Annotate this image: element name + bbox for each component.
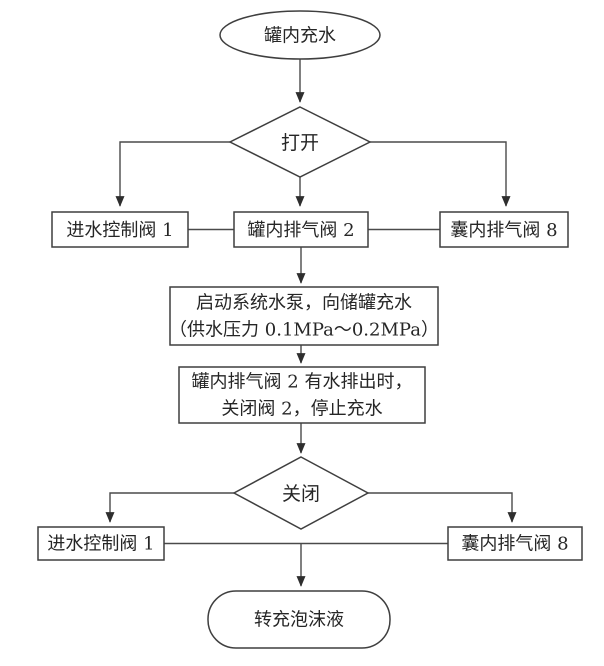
edge-close-to-bladder-exhaust [368, 492, 517, 523]
bladder-exhaust-valve-bottom-shape [447, 526, 583, 561]
inlet-valve-top-label: 进水控制阀 1 [66, 220, 173, 241]
edge-open-to-inlet-valve [115, 141, 230, 207]
edge-close-to-inlet-valve [105, 492, 234, 523]
inlet-valve-bottom-shape [37, 526, 165, 561]
tank-exhaust-valve-top-label: 罐内排气阀 2 [247, 220, 354, 241]
bladder-exhaust-valve-top-label: 囊内排气阀 8 [450, 220, 557, 241]
start-pump-label-line2: （供水压力 0.1MPa～0.2MPa） [169, 320, 439, 341]
start-terminator-label: 罐内充水 [264, 26, 336, 47]
tank-exhaust-valve-top-shape [233, 211, 369, 248]
open-decision-shape [228, 106, 372, 178]
start-pump-label-line1: 启动系统水泵，向储罐充水 [196, 293, 412, 314]
inlet-valve-bottom-label: 进水控制阀 1 [47, 534, 154, 555]
bladder-exhaust-valve-top-shape [439, 211, 569, 248]
stop-filling-label-line1: 罐内排气阀 2 有水排出时， [192, 372, 413, 393]
bladder-exhaust-valve-bottom-label: 囊内排气阀 8 [461, 534, 568, 555]
stop-filling-shape [178, 366, 426, 424]
end-terminator-label: 转充泡沫液 [254, 610, 344, 631]
close-decision-label: 关闭 [282, 483, 320, 505]
start-terminator-shape [219, 10, 381, 60]
inlet-valve-top-shape [51, 211, 189, 248]
end-terminator-shape [207, 590, 391, 649]
edge-open-to-bladder-exhaust [370, 141, 511, 207]
start-pump-shape [169, 286, 439, 346]
open-decision-label: 打开 [281, 132, 319, 154]
close-decision-shape [232, 456, 370, 530]
stop-filling-label-line2: 关闭阀 2，停止充水 [221, 399, 382, 420]
